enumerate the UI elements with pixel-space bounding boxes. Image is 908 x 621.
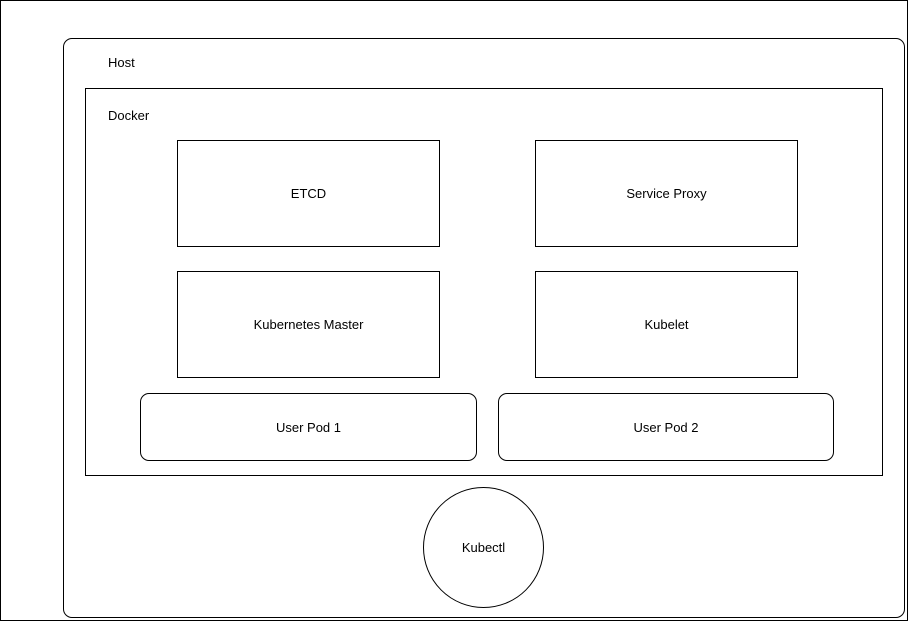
user-pod-2-label: User Pod 2 xyxy=(633,419,699,435)
user-pod-2-box: User Pod 2 xyxy=(498,393,834,461)
service-proxy-label: Service Proxy xyxy=(626,186,707,201)
kubelet-label: Kubelet xyxy=(644,317,689,332)
docker-label: Docker xyxy=(108,108,150,123)
kubectl-circle: Kubectl xyxy=(423,487,544,608)
etcd-label: ETCD xyxy=(290,186,327,201)
kubernetes-master-label: Kubernetes Master xyxy=(253,317,364,332)
service-proxy-box: Service Proxy xyxy=(535,140,798,247)
user-pod-1-box: User Pod 1 xyxy=(140,393,477,461)
kubectl-label: Kubectl xyxy=(461,540,506,555)
user-pod-1-label: User Pod 1 xyxy=(275,419,342,435)
kubernetes-master-box: Kubernetes Master xyxy=(177,271,440,378)
etcd-box: ETCD xyxy=(177,140,440,247)
kubelet-box: Kubelet xyxy=(535,271,798,378)
host-label: Host xyxy=(108,55,135,70)
